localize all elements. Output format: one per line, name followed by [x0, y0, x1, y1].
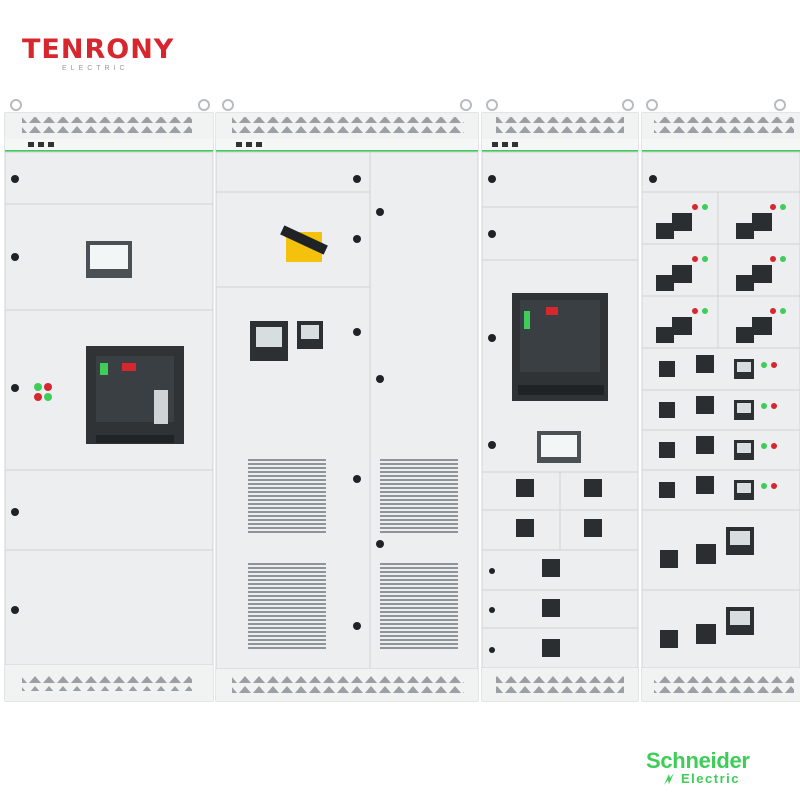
tenrony-logo-sub: ELECTRIC	[62, 65, 129, 72]
switchgear-illustration	[4, 99, 800, 702]
schneider-logo: Schneider	[646, 748, 750, 773]
lifting-hooks	[10, 99, 786, 111]
tenrony-logo: TENRONY	[22, 34, 175, 65]
schneider-logo-sub: Electric	[681, 771, 740, 786]
schneider-mark-icon	[664, 773, 674, 785]
cabinet-1	[4, 112, 214, 702]
cabinet-3	[481, 112, 639, 702]
cabinet-4	[641, 112, 800, 702]
cabinet-2	[215, 112, 479, 702]
